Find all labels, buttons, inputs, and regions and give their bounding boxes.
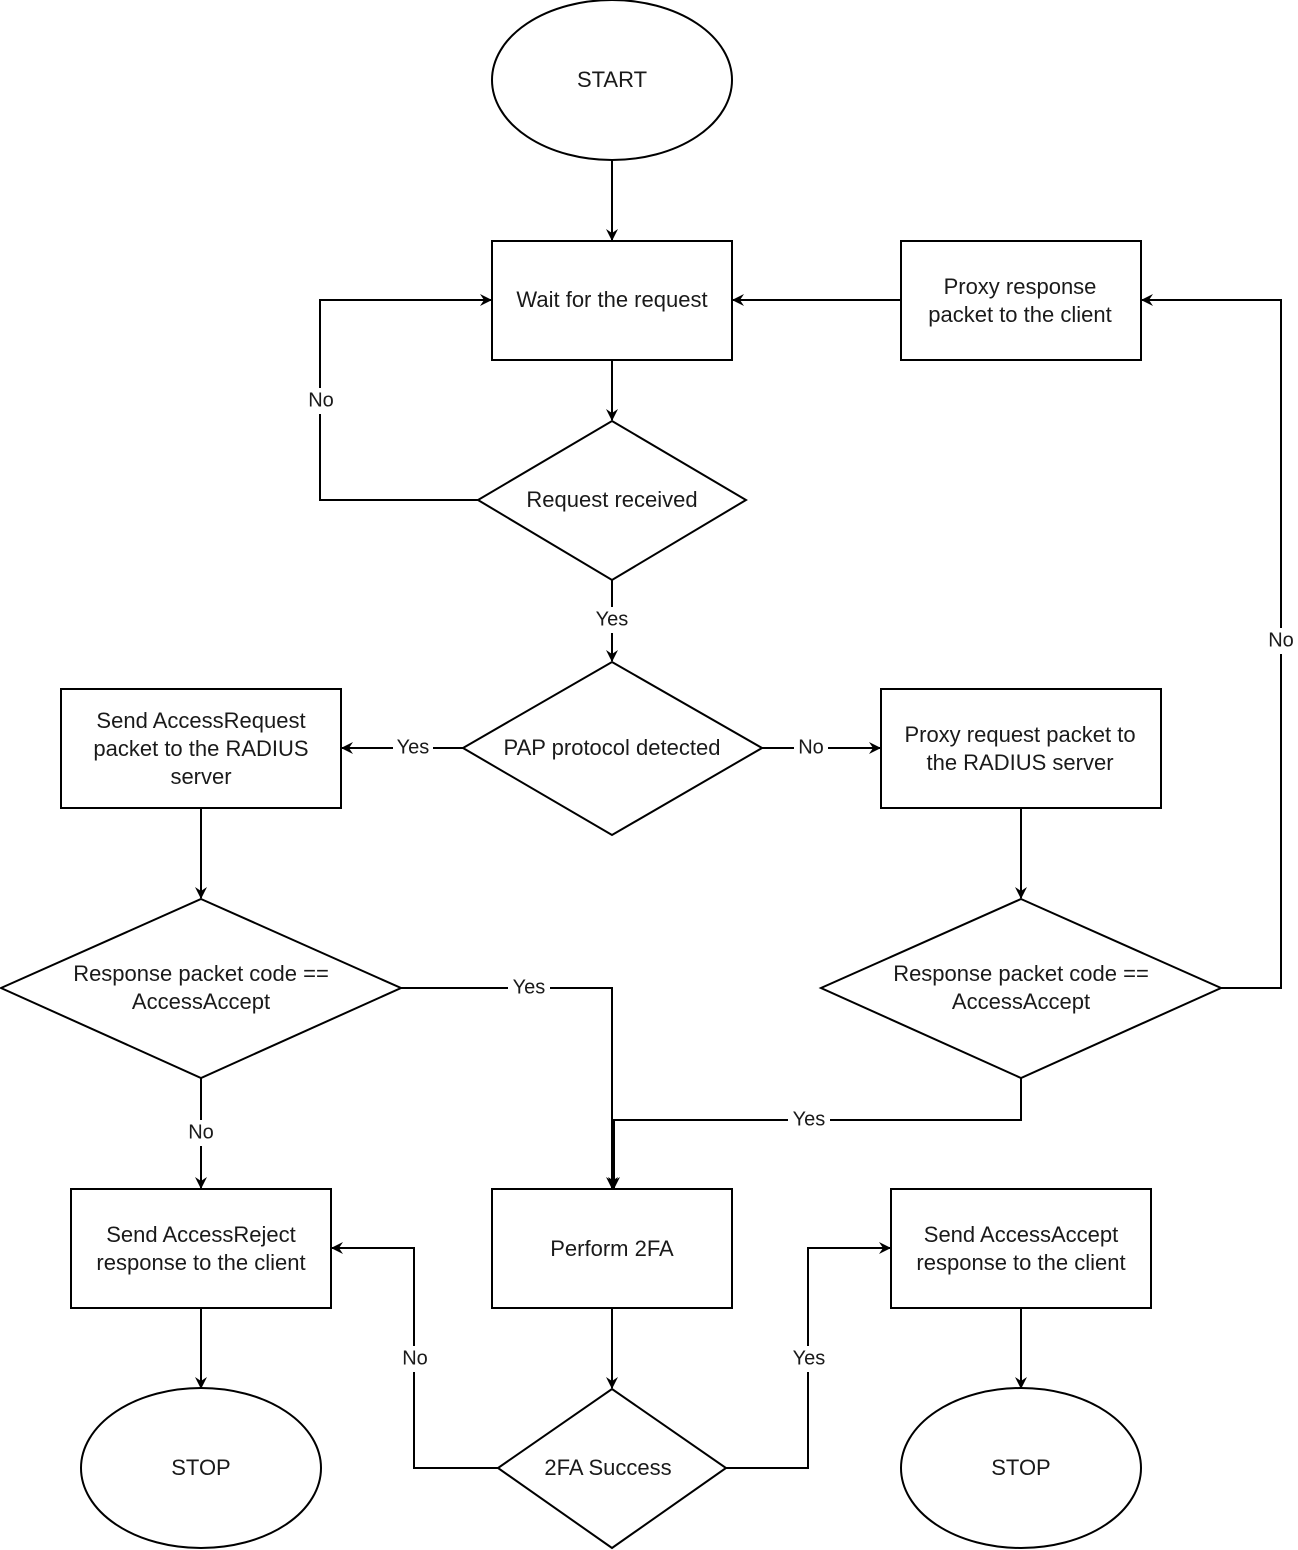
left-response-check-label-line-1: Response packet code == [73, 961, 329, 986]
label-pap-yes: Yes [397, 736, 430, 758]
left-response-check-label-line-2: AccessAccept [132, 989, 270, 1014]
right-response-check-label-line-1: Response packet code == [893, 961, 1149, 986]
label-2fa-yes: Yes [793, 1347, 826, 1369]
pap-detected-label: PAP protocol detected [504, 735, 721, 760]
perform-2fa-label: Perform 2FA [550, 1236, 674, 1261]
node-proxy-response: Proxy response packet to the client [900, 240, 1142, 361]
node-right-response-check: Response packet code == AccessAccept [818, 897, 1224, 1080]
edge-left-check-yes-to-2fa [401, 987, 618, 1189]
node-send-access-accept: Send AccessAccept response to the client [890, 1188, 1152, 1309]
wait-label: Wait for the request [516, 287, 707, 312]
node-2fa-success: 2FA Success [496, 1387, 728, 1550]
send-access-request-label-line-3: server [170, 764, 231, 789]
edge-request-no-loop [319, 294, 492, 501]
request-received-label: Request received [526, 487, 697, 512]
edge-labels: No Yes Yes No No Yes Yes No No Yes [184, 388, 1298, 1372]
node-send-access-request: Send AccessRequest packet to the RADIUS … [60, 688, 342, 809]
start-label: START [577, 67, 647, 92]
label-left-check-no: No [188, 1121, 214, 1143]
label-right-check-no: No [1268, 629, 1294, 651]
send-reject-label-line-2: response to the client [96, 1250, 305, 1275]
proxy-request-label-line-2: the RADIUS server [926, 750, 1113, 775]
node-request-received: Request received [476, 419, 748, 582]
stop-left-label: STOP [171, 1455, 231, 1480]
proxy-request-label-line-1: Proxy request packet to [904, 722, 1135, 747]
edge-right-check-no-to-proxy-response [1141, 294, 1282, 989]
2fa-success-label: 2FA Success [544, 1455, 671, 1480]
stop-right-label: STOP [991, 1455, 1051, 1480]
right-response-check-label-line-2: AccessAccept [952, 989, 1090, 1014]
send-access-request-label-line-1: Send AccessRequest [96, 708, 305, 733]
node-stop-right: STOP [900, 1387, 1142, 1549]
send-reject-label-line-1: Send AccessReject [106, 1222, 296, 1247]
node-stop-left: STOP [80, 1387, 322, 1549]
proxy-response-label-line-1: Proxy response [944, 274, 1097, 299]
edge-right-check-yes-to-2fa [608, 1078, 1022, 1189]
node-left-response-check: Response packet code == AccessAccept [0, 897, 404, 1080]
label-request-no: No [308, 389, 334, 411]
label-request-yes: Yes [596, 608, 629, 630]
label-right-check-yes: Yes [793, 1108, 826, 1130]
node-proxy-request: Proxy request packet to the RADIUS serve… [880, 688, 1162, 809]
send-access-request-label-line-2: packet to the RADIUS [93, 736, 308, 761]
send-accept-label-line-1: Send AccessAccept [924, 1222, 1118, 1247]
node-start: START [491, 0, 733, 161]
node-wait-for-request: Wait for the request [491, 240, 733, 361]
proxy-response-label-line-2: packet to the client [928, 302, 1111, 327]
label-pap-no: No [798, 736, 824, 758]
node-pap-detected: PAP protocol detected [461, 660, 765, 837]
node-perform-2fa: Perform 2FA [491, 1188, 733, 1309]
send-accept-label-line-2: response to the client [916, 1250, 1125, 1275]
node-send-access-reject: Send AccessReject response to the client [70, 1188, 332, 1309]
label-left-check-yes: Yes [513, 976, 546, 998]
label-2fa-no: No [402, 1347, 428, 1369]
